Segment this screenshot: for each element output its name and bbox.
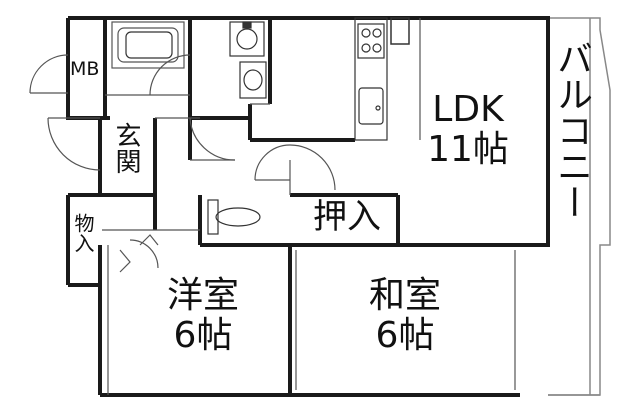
western-room-label: 洋室 6帖 [148, 278, 258, 354]
entrance-label: 玄関 [111, 122, 141, 174]
washer-icon [229, 21, 265, 57]
balcony-label: バルコニー [551, 40, 592, 220]
ldk-size: 11帖 [427, 129, 509, 170]
balcony-outline [548, 17, 611, 396]
closet-label: 押入 [313, 197, 381, 237]
western-room-name: 洋室 [166, 275, 239, 316]
bathtub-icon [125, 31, 173, 59]
japanese-room-label: 和室 6帖 [350, 278, 460, 354]
western-room-size: 6帖 [173, 315, 233, 356]
toilet-icon [207, 199, 261, 235]
sink-icon [354, 17, 388, 141]
japanese-room-name: 和室 [368, 275, 441, 316]
ldk-label: LDK 11帖 [418, 92, 518, 168]
interior-lines [102, 18, 516, 395]
door-swings [29, 54, 336, 273]
washbasin-icon [239, 61, 267, 99]
fridge-icon [390, 17, 410, 45]
mb-label: MB [70, 58, 100, 80]
stove-icon [357, 23, 385, 59]
storage-label: 物入 [71, 213, 95, 253]
ldk-name: LDK [432, 89, 504, 130]
japanese-room-size: 6帖 [375, 315, 435, 356]
